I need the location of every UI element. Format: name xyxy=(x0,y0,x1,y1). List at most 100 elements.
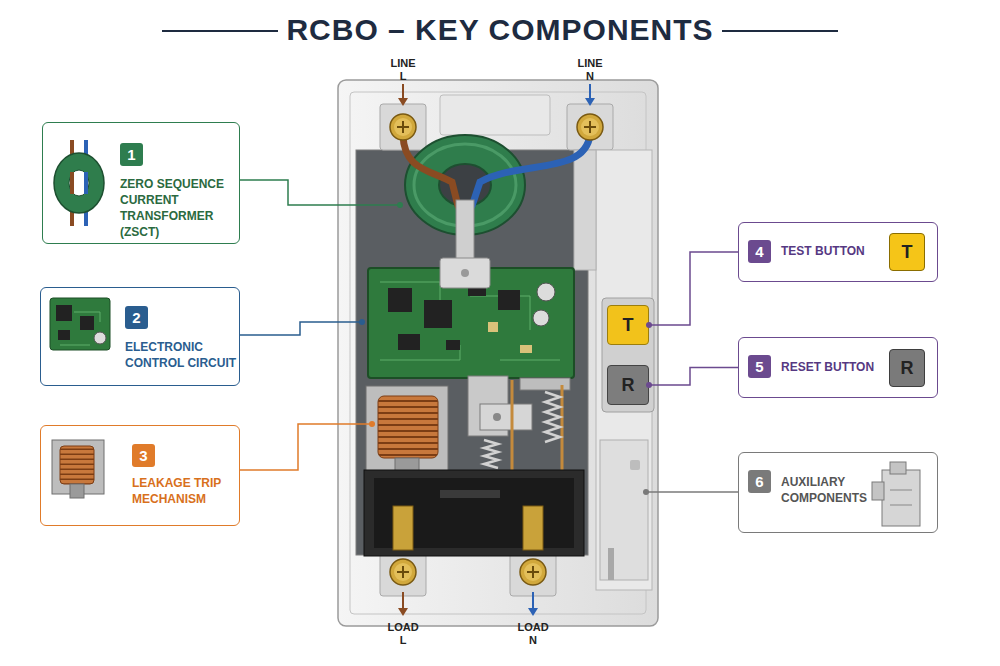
callout-box: 2ELECTRONIC CONTROL CIRCUIT xyxy=(40,287,240,386)
pcb xyxy=(398,334,420,350)
leader-line xyxy=(359,319,365,325)
callout-number: 4 xyxy=(748,240,771,263)
terminal-screw xyxy=(397,566,409,578)
wire xyxy=(472,135,590,206)
contact-block xyxy=(364,470,584,556)
wire xyxy=(403,135,590,206)
callout-box: 5 RESET BUTTON R xyxy=(738,337,938,398)
pcb-icon xyxy=(50,298,110,350)
trip-linkage xyxy=(480,404,532,430)
terminal-screw xyxy=(394,118,412,136)
auxiliary-icon xyxy=(890,490,912,491)
feed-arrow xyxy=(532,592,534,610)
pcb xyxy=(520,345,532,353)
feed-arrow xyxy=(398,84,595,616)
pcb xyxy=(388,288,412,312)
pcb xyxy=(533,310,549,326)
test-button: T xyxy=(607,305,649,345)
callout-number: 2 xyxy=(125,306,148,329)
pcb-icon xyxy=(56,305,72,321)
trip-linkage xyxy=(484,440,498,468)
part-name: RESET BUTTON xyxy=(781,359,891,375)
terminal-screw xyxy=(584,121,596,133)
leader-line xyxy=(240,322,362,335)
coil-icon xyxy=(70,484,84,498)
leader-line xyxy=(240,180,400,205)
core-clamp xyxy=(440,200,490,288)
terminal-label: LOAD L xyxy=(387,621,418,647)
device-housing xyxy=(630,460,640,470)
button-icon: T xyxy=(889,233,925,271)
pcb-icon xyxy=(94,332,106,344)
zsct-icon xyxy=(84,140,88,226)
core-clamp xyxy=(440,258,490,288)
pcb xyxy=(537,283,555,301)
coil-icon xyxy=(60,446,94,484)
button-icon: R xyxy=(889,349,925,387)
core-clamp xyxy=(456,200,474,265)
pcb-icon xyxy=(80,316,94,330)
contact-block xyxy=(440,490,500,498)
zsct-icon xyxy=(70,140,74,226)
feed-arrow xyxy=(589,84,591,100)
auxiliary-icon xyxy=(882,470,920,526)
callout-box: 4TEST BUTTONT xyxy=(738,222,938,282)
leader-line xyxy=(649,252,738,325)
device-housing xyxy=(574,150,596,270)
auxiliary-icon xyxy=(872,462,920,526)
device-housing xyxy=(602,298,654,412)
title-rule xyxy=(162,30,278,32)
part-name: ELECTRONIC CONTROL CIRCUIT xyxy=(125,339,237,371)
leader-line xyxy=(649,368,738,386)
leader-line xyxy=(240,180,738,495)
trip-coil xyxy=(378,396,438,458)
auxiliary-icon xyxy=(890,462,906,474)
callout-number: 3 xyxy=(132,444,155,467)
terminal-label: LOAD N xyxy=(517,621,548,647)
auxiliary-icon xyxy=(872,482,884,500)
leader-line xyxy=(240,424,372,470)
callout-box: 1ZERO SEQUENCE CURRENT TRANSFORMER (ZSCT… xyxy=(42,122,240,244)
coil-icon xyxy=(52,440,104,494)
device-housing xyxy=(356,150,588,555)
trip-coil xyxy=(366,386,448,478)
feed-arrow xyxy=(528,608,538,616)
device-housing xyxy=(608,548,614,580)
trip-linkage xyxy=(545,392,560,442)
trip-linkage xyxy=(468,376,570,470)
part-name: AUXILIARY COMPONENTS xyxy=(781,474,876,506)
leader-line xyxy=(369,421,375,427)
title-rule xyxy=(722,30,838,32)
wire xyxy=(403,135,458,206)
terminal-screw xyxy=(390,114,416,140)
zsct-icon xyxy=(69,170,89,196)
feed-arrow xyxy=(402,84,404,100)
device-housing xyxy=(600,440,648,580)
auxiliary-icon xyxy=(890,505,912,506)
terminal-screw xyxy=(390,114,603,585)
callout-number: 5 xyxy=(748,355,771,378)
pcb xyxy=(498,290,520,310)
zsct-icon xyxy=(84,172,88,194)
core-clamp xyxy=(461,269,469,277)
zsct-icon xyxy=(70,172,74,194)
zsct-icon xyxy=(54,140,104,226)
part-name: LEAKAGE TRIP MECHANISM xyxy=(132,475,238,507)
coil-icon xyxy=(52,440,104,498)
device-housing xyxy=(338,80,658,626)
callout-box: 3LEAKAGE TRIP MECHANISM xyxy=(40,425,240,526)
part-name: ZERO SEQUENCE CURRENT TRANSFORMER (ZSCT) xyxy=(120,176,236,240)
button-letter: T xyxy=(902,242,913,262)
device-housing xyxy=(440,95,550,135)
pcb xyxy=(446,340,460,350)
trip-linkage xyxy=(511,380,514,470)
feed-arrow xyxy=(398,608,408,616)
contact-block xyxy=(523,506,543,550)
callout-number: 6 xyxy=(748,470,771,493)
button-letter: R xyxy=(901,358,914,378)
pcb xyxy=(380,282,560,360)
device-housing xyxy=(510,552,556,596)
